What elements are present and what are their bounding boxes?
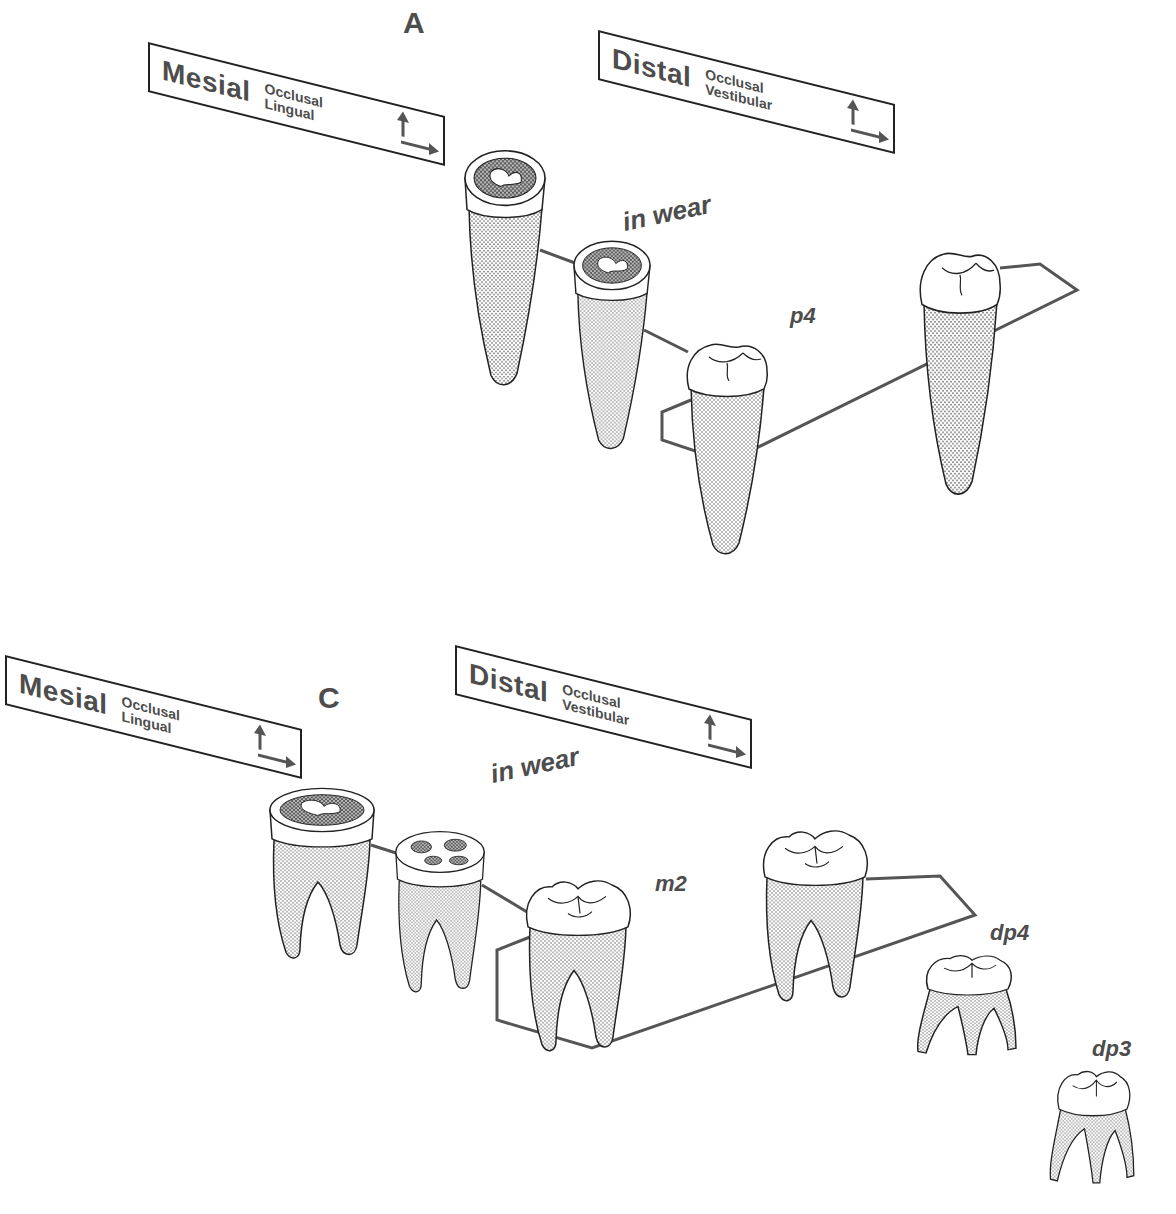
occlusal-arrow [851,108,854,125]
occlusal-arrowhead [397,110,409,123]
tooth-label: m2 [655,873,687,895]
direction-arrows [831,90,893,151]
box-text-row: MesialOcclusal Lingual [162,47,323,133]
occlusal-arrowhead [254,723,266,736]
view-name: Distal [469,659,548,707]
tooth-label: in wear [488,743,581,787]
box-text-row: Distal Occlusal Vestibular [469,650,629,736]
molar-distal-view [764,831,868,1001]
occlusal-arrow [708,723,711,740]
worn-premolar [465,151,545,385]
tooth-label: in wear [620,191,713,235]
worn-molar [270,788,374,958]
side-arrowhead [736,746,746,760]
deciduous-molar [1050,1072,1134,1183]
side-arrowhead [879,131,889,145]
side-arrow [258,755,288,762]
box-text-row: MesialOcclusal Lingual [19,660,180,746]
side-arrow [401,142,431,149]
view-box: MesialOcclusal Lingual [148,42,445,166]
worn-molar [396,832,484,992]
sequence-line [540,250,575,263]
view-box: Distal Occlusal Vestibular [455,645,752,769]
side-arrowhead [429,143,439,157]
panel-letter: C [318,683,340,713]
side-arrowhead [286,756,296,770]
occlusal-arrow [258,733,261,750]
molar [527,881,631,1051]
deciduous-molar [918,956,1016,1055]
panel-letter: A [403,8,425,38]
view-axes: Occlusal Lingual [265,81,323,125]
premolar-distal-view [920,253,1000,494]
view-axes: Occlusal Lingual [122,694,180,738]
side-arrow [851,130,881,137]
sequence-line [371,845,396,853]
view-box: Distal Occlusal Vestibular [598,30,895,154]
worn-premolar [574,241,650,448]
occlusal-arrowhead [847,98,859,111]
view-name: Mesial [162,56,251,106]
sequence-line [482,885,527,912]
view-axes: Occlusal Vestibular [562,682,629,728]
premolar [687,344,767,554]
occlusal-arrowhead [704,713,716,726]
sequence-line [644,330,688,352]
occlusal-arrow [401,120,404,137]
tooth-label: dp3 [1092,1038,1131,1060]
view-name: Mesial [19,669,108,719]
side-arrow [708,745,738,752]
tooth-label: p4 [790,305,816,327]
view-box: MesialOcclusal Lingual [5,655,302,779]
box-text-row: Distal Occlusal Vestibular [612,35,772,121]
tooth-label: dp4 [990,922,1029,944]
view-name: Distal [612,44,691,92]
view-axes: Occlusal Vestibular [705,67,772,113]
direction-arrows [238,715,300,776]
direction-arrows [381,102,443,163]
direction-arrows [688,705,750,766]
